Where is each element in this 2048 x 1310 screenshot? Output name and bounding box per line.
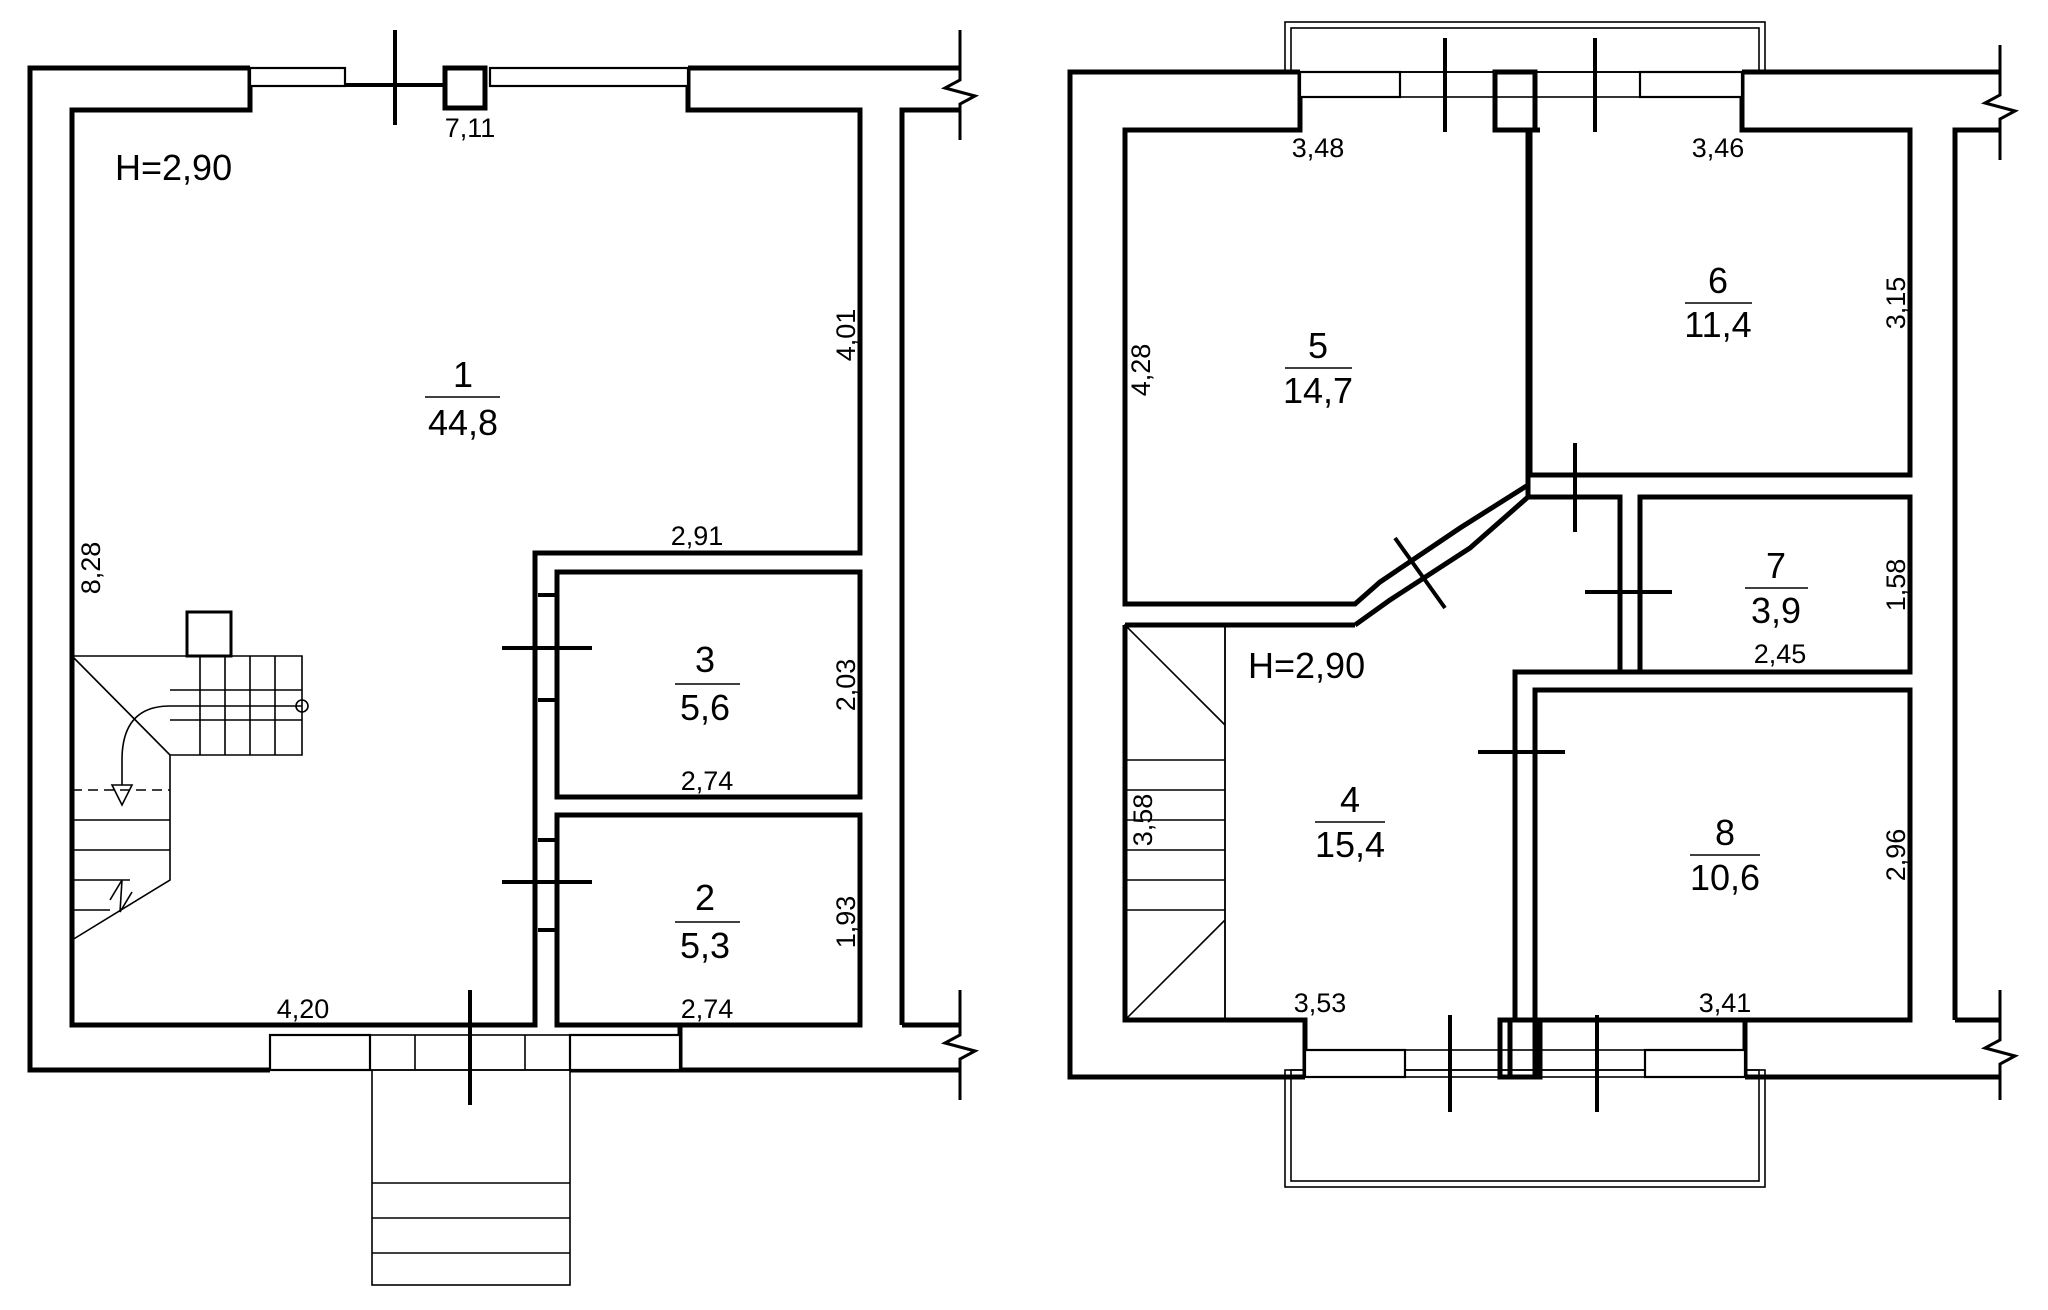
floor-2-chimney-bottom <box>1497 1017 1543 1080</box>
room-6-label: 6 11,4 <box>1684 260 1752 345</box>
floor-1-inner-wall <box>69 68 863 1028</box>
dimension-label: 3,53 <box>1294 988 1347 1018</box>
floor-1-height-label: H=2,90 <box>115 147 232 188</box>
room-5-label: 5 14,7 <box>1283 325 1353 411</box>
room-3-walls <box>554 569 863 800</box>
floor-2-height-label: H=2,90 <box>1248 645 1365 686</box>
room-7-number: 7 <box>1766 545 1786 586</box>
dimension-label: 2,45 <box>1754 639 1807 669</box>
break-line <box>940 990 980 1100</box>
floor-2-top-door-frame <box>1399 71 1641 98</box>
floor-1-staircase <box>71 610 309 941</box>
room-3-area: 5,6 <box>680 687 730 728</box>
dimension-label: 2,03 <box>831 659 861 712</box>
room-1-label: 1 44,8 <box>425 354 500 443</box>
balcony-bottom-inner <box>1290 1069 1760 1182</box>
room-3-label: 3 5,6 <box>675 639 740 728</box>
room-8-label: 8 10,6 <box>1690 812 1760 898</box>
porch-stairs <box>371 1069 571 1286</box>
dimension-label: 4,20 <box>277 994 330 1024</box>
dimension-label: 8,28 <box>76 542 106 595</box>
floor-1-window-bottom-right <box>568 1033 682 1072</box>
break-line <box>1980 45 2020 160</box>
dimension-label: 1,58 <box>1881 559 1911 612</box>
room-2-number: 2 <box>695 877 715 918</box>
dimension-label: 2,91 <box>671 521 724 551</box>
floor-2-chimney-top <box>1492 69 1538 133</box>
floor-2-window-top-right <box>1638 70 1744 99</box>
room-6-area: 11,4 <box>1684 304 1751 345</box>
dimension-label: 1,93 <box>831 896 861 949</box>
room-5-door <box>1393 536 1447 610</box>
break-line <box>1980 990 2020 1100</box>
dimension-label: 3,46 <box>1692 133 1745 163</box>
floor-2-window-bottom-right <box>1643 1048 1747 1079</box>
room-8-number: 8 <box>1715 812 1735 853</box>
floor-1-window-top-left <box>248 66 347 88</box>
room-4-label: 4 15,4 <box>1315 779 1385 865</box>
room-6-number: 6 <box>1708 260 1728 301</box>
room-4-area: 15,4 <box>1315 824 1385 865</box>
room-8-area: 10,6 <box>1690 857 1760 898</box>
room-4-walls <box>1122 485 1643 1077</box>
dimension-label: 2,74 <box>681 766 734 796</box>
floor-2-outer-wall <box>1067 69 2000 1080</box>
break-line <box>940 30 980 140</box>
dimension-label: 3,41 <box>1699 988 1752 1018</box>
room-5-door-frame <box>1378 526 1462 584</box>
room-2-label: 2 5,3 <box>675 877 740 966</box>
floor-1-right-wall <box>899 107 960 1025</box>
balcony-top-inner <box>1290 27 1760 73</box>
floor-1-chimney-top <box>442 65 488 111</box>
dimension-label: 3,48 <box>1292 133 1345 163</box>
floor-2-right-outer <box>1952 127 2000 1020</box>
dimension-label: 3,58 <box>1128 794 1158 847</box>
room-5-number: 5 <box>1308 325 1328 366</box>
dimension-label: 4,28 <box>1126 344 1156 397</box>
floor-1-window-top-right <box>488 66 690 88</box>
balcony-bottom <box>1284 1069 1766 1188</box>
room-8-walls <box>1532 687 1913 1023</box>
dimension-label: 2,96 <box>1881 829 1911 882</box>
room-1-number: 1 <box>453 354 473 395</box>
floor-2-staircase <box>1124 624 1226 1021</box>
floor-1-outer-wall <box>27 65 960 1073</box>
room-1-area: 44,8 <box>428 402 498 443</box>
dimension-label: 3,15 <box>1881 277 1911 330</box>
floor-2-window-top-left <box>1298 70 1402 99</box>
floor-2-window-bottom-left <box>1303 1048 1407 1079</box>
balcony-top <box>1284 21 1766 73</box>
dimension-label: 4,01 <box>831 309 861 362</box>
dimension-label: 7,11 <box>445 113 496 143</box>
room-3-number: 3 <box>695 639 715 680</box>
room-4-number: 4 <box>1340 779 1360 820</box>
floor-2-bottom-door-frame <box>1404 1049 1646 1078</box>
floor-2-plan: H=2,90 5 14,7 6 11,4 7 3,9 4 15,4 8 10,6… <box>1067 21 2020 1188</box>
room-7-label: 7 3,9 <box>1745 545 1808 631</box>
room-5-area: 14,7 <box>1283 370 1353 411</box>
floor-1-plan: H=2,90 1 44,8 3 5,6 2 5,3 7,11 4,01 2,91… <box>27 30 980 1286</box>
floor-1-window-bottom-left <box>268 1033 372 1072</box>
floor-2-right-wall <box>1527 72 1913 478</box>
dimension-label: 2,74 <box>681 994 734 1024</box>
room-2-area: 5,3 <box>680 925 730 966</box>
room-7-area: 3,9 <box>1751 590 1801 631</box>
